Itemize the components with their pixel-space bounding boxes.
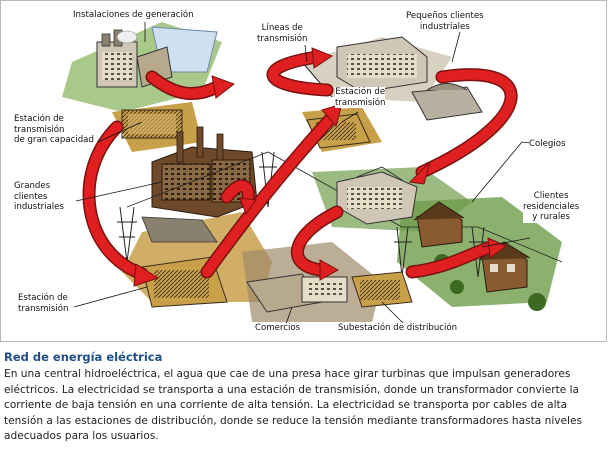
label-transmission-station-bottom: Estación de transmisión bbox=[18, 293, 69, 314]
flow-arrows bbox=[82, 50, 518, 281]
caption-body: En una central hidroeléctrica, el agua q… bbox=[4, 368, 583, 443]
label-high-capacity-station: Estación de transmisión de gran capacida… bbox=[14, 114, 94, 146]
label-distribution-substation: Subestación de distribución bbox=[338, 323, 458, 334]
label-transmission-lines: Líneas de transmisión bbox=[257, 23, 308, 44]
distribution-substation-icon bbox=[351, 271, 413, 308]
label-transmission-station-top: Estación de transmisión bbox=[335, 87, 386, 108]
small-industrial-icon bbox=[336, 36, 483, 121]
leader-lines bbox=[73, 22, 547, 325]
residential-houses-icon bbox=[413, 201, 546, 311]
label-residential: Clientes residenciales y rurales bbox=[523, 191, 580, 223]
college-icon bbox=[336, 166, 418, 225]
label-generation: Instalaciones de generación bbox=[73, 10, 194, 21]
caption-title: Red de energía eléctrica bbox=[4, 350, 163, 364]
label-large-industrial: Grandes clientes industriales bbox=[14, 181, 64, 213]
commerce-icon bbox=[246, 273, 348, 313]
label-small-industrial: Pequeños clientes industriales bbox=[406, 11, 484, 32]
diagram-frame: Instalaciones de generación Líneas de tr… bbox=[0, 0, 607, 342]
arrow-heads bbox=[133, 47, 507, 287]
label-commerce: Comercios bbox=[255, 323, 301, 334]
high-capacity-station-icon bbox=[121, 109, 183, 139]
label-colleges: Colegios bbox=[529, 139, 566, 150]
power-grid-illustration bbox=[62, 22, 563, 325]
